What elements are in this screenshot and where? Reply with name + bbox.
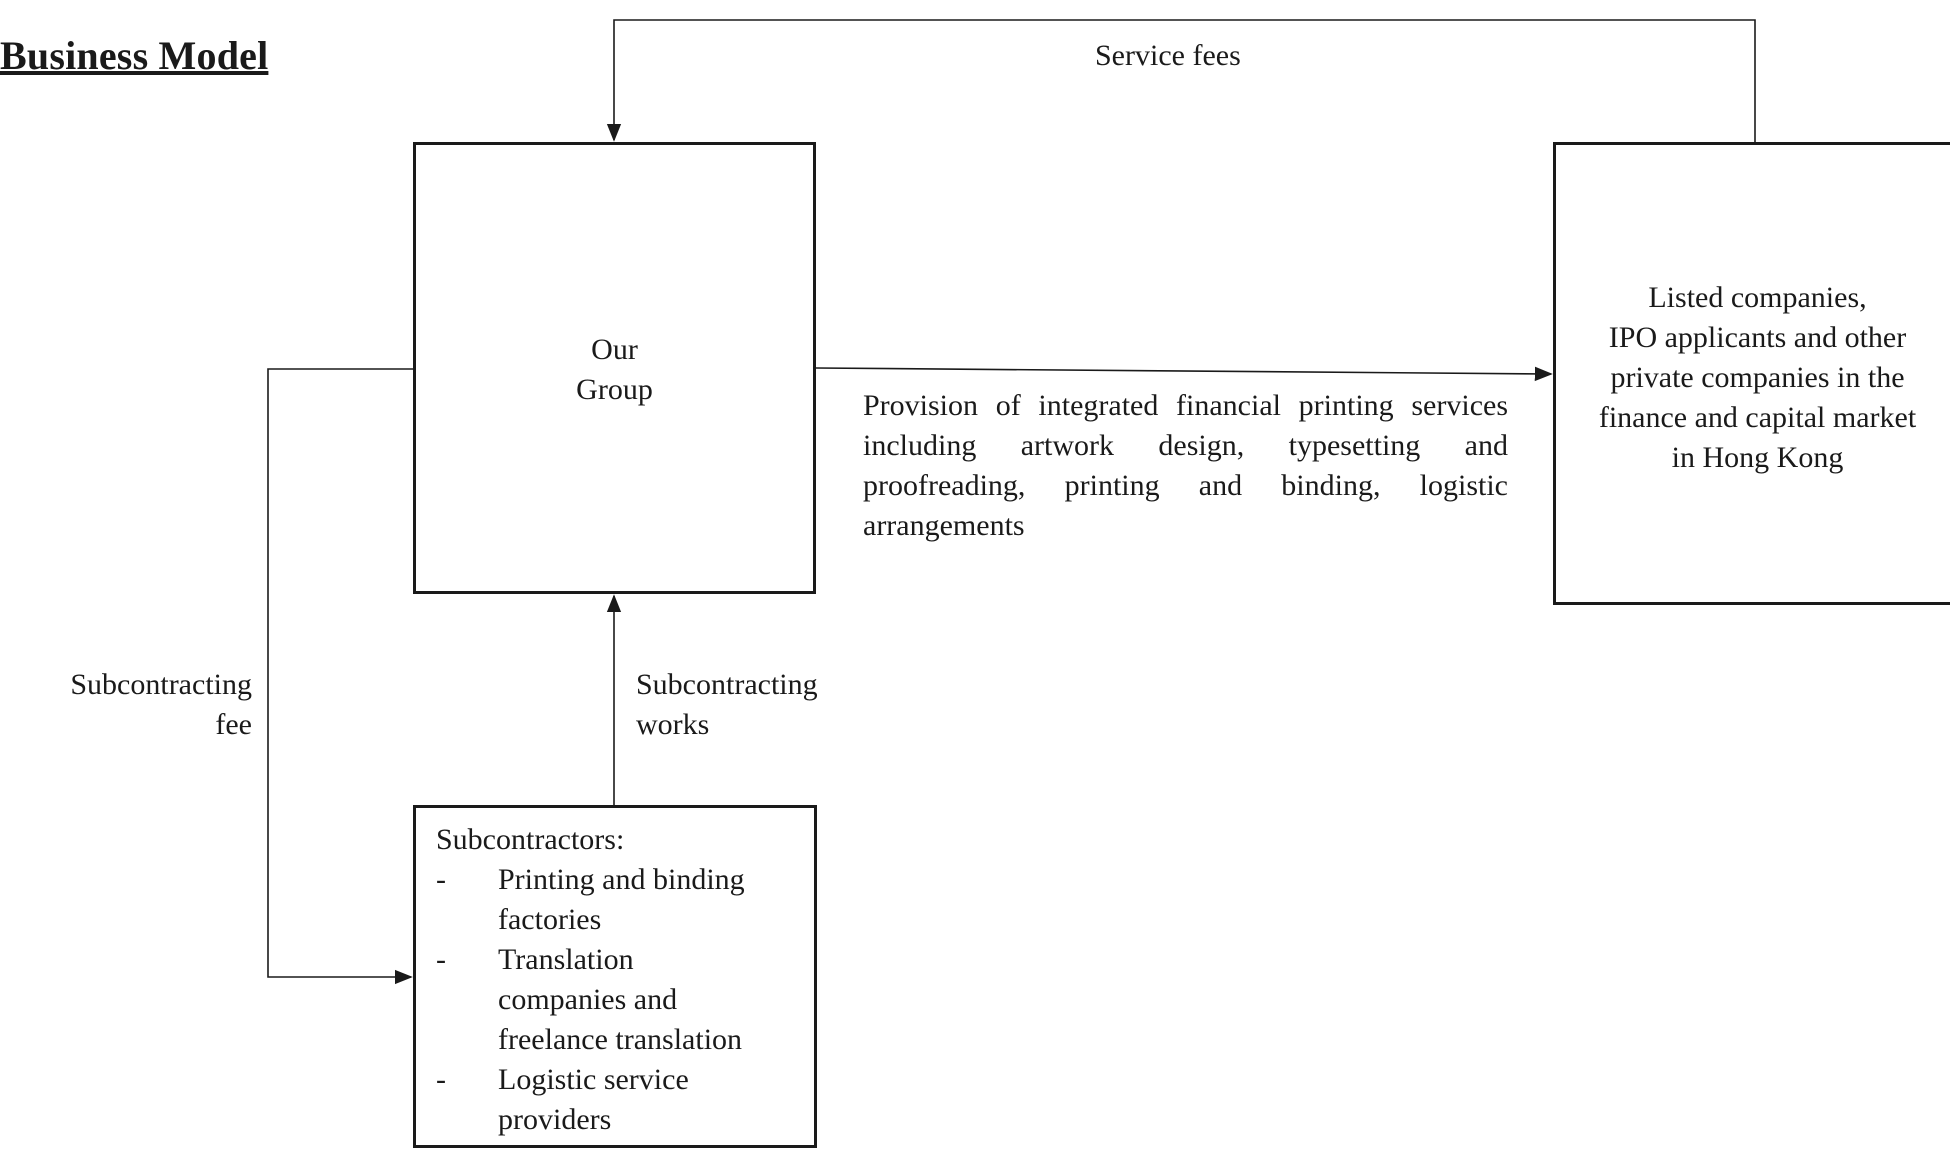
service-fees-label: Service fees [1095, 39, 1241, 72]
subcontractor-item-text: Logistic service providers [498, 1060, 818, 1140]
provision-arrow [815, 366, 1553, 382]
clients-label: Listed companies, IPO applicants and oth… [1572, 278, 1943, 478]
clients-label-line: private companies in the [1610, 361, 1905, 394]
subcontractors-box: Subcontractors: - Printing and binding f… [413, 805, 817, 1148]
subcontracting-fee-line: Subcontracting [70, 668, 252, 701]
our-group-label: Our Group [416, 330, 813, 410]
clients-label-line: IPO applicants and other [1608, 321, 1907, 354]
bullet-dash: - [436, 863, 446, 896]
subcontracting-fee-arrow [267, 368, 413, 985]
subcontractor-item-line: Translation [498, 943, 634, 976]
our-group-box: Our Group [413, 142, 816, 594]
clients-label-line: in Hong Kong [1671, 441, 1844, 474]
subcontractor-item-text: Printing and binding factories [498, 860, 818, 940]
subcontractor-item-line: Logistic service [498, 1063, 689, 1096]
subcontractor-item-line: companies and [498, 983, 678, 1016]
page-title: Business Model [0, 33, 269, 78]
subcontracting-works-line: Subcontracting [636, 668, 818, 701]
subcontractor-item-line: Printing and binding [498, 863, 745, 896]
our-group-label-line: Our [591, 333, 638, 366]
subcontracting-works-label: Subcontracting works [636, 665, 818, 745]
clients-label-line: finance and capital market [1598, 401, 1917, 434]
subcontracting-fee-label: Subcontracting fee [46, 665, 252, 745]
subcontractor-item-line: freelance translation [498, 1023, 743, 1056]
subcontractors-heading: Subcontractors: [436, 823, 625, 856]
subcontracting-fee-line: fee [215, 708, 252, 741]
provision-label: Provision of integrated financial printi… [863, 389, 1508, 542]
bullet-dash: - [436, 943, 446, 976]
subcontractor-item-line: providers [498, 1103, 612, 1136]
clients-box: Listed companies, IPO applicants and oth… [1553, 142, 1950, 605]
bullet-dash: - [436, 1063, 446, 1096]
subcontracting-works-line: works [636, 708, 710, 741]
our-group-label-line: Group [576, 373, 653, 406]
subcontractor-item-text: Translation companies and freelance tran… [498, 940, 818, 1060]
clients-label-line: Listed companies, [1648, 281, 1867, 314]
service-fees-arrow [606, 19, 1756, 142]
subcontractor-item-line: factories [498, 903, 602, 936]
